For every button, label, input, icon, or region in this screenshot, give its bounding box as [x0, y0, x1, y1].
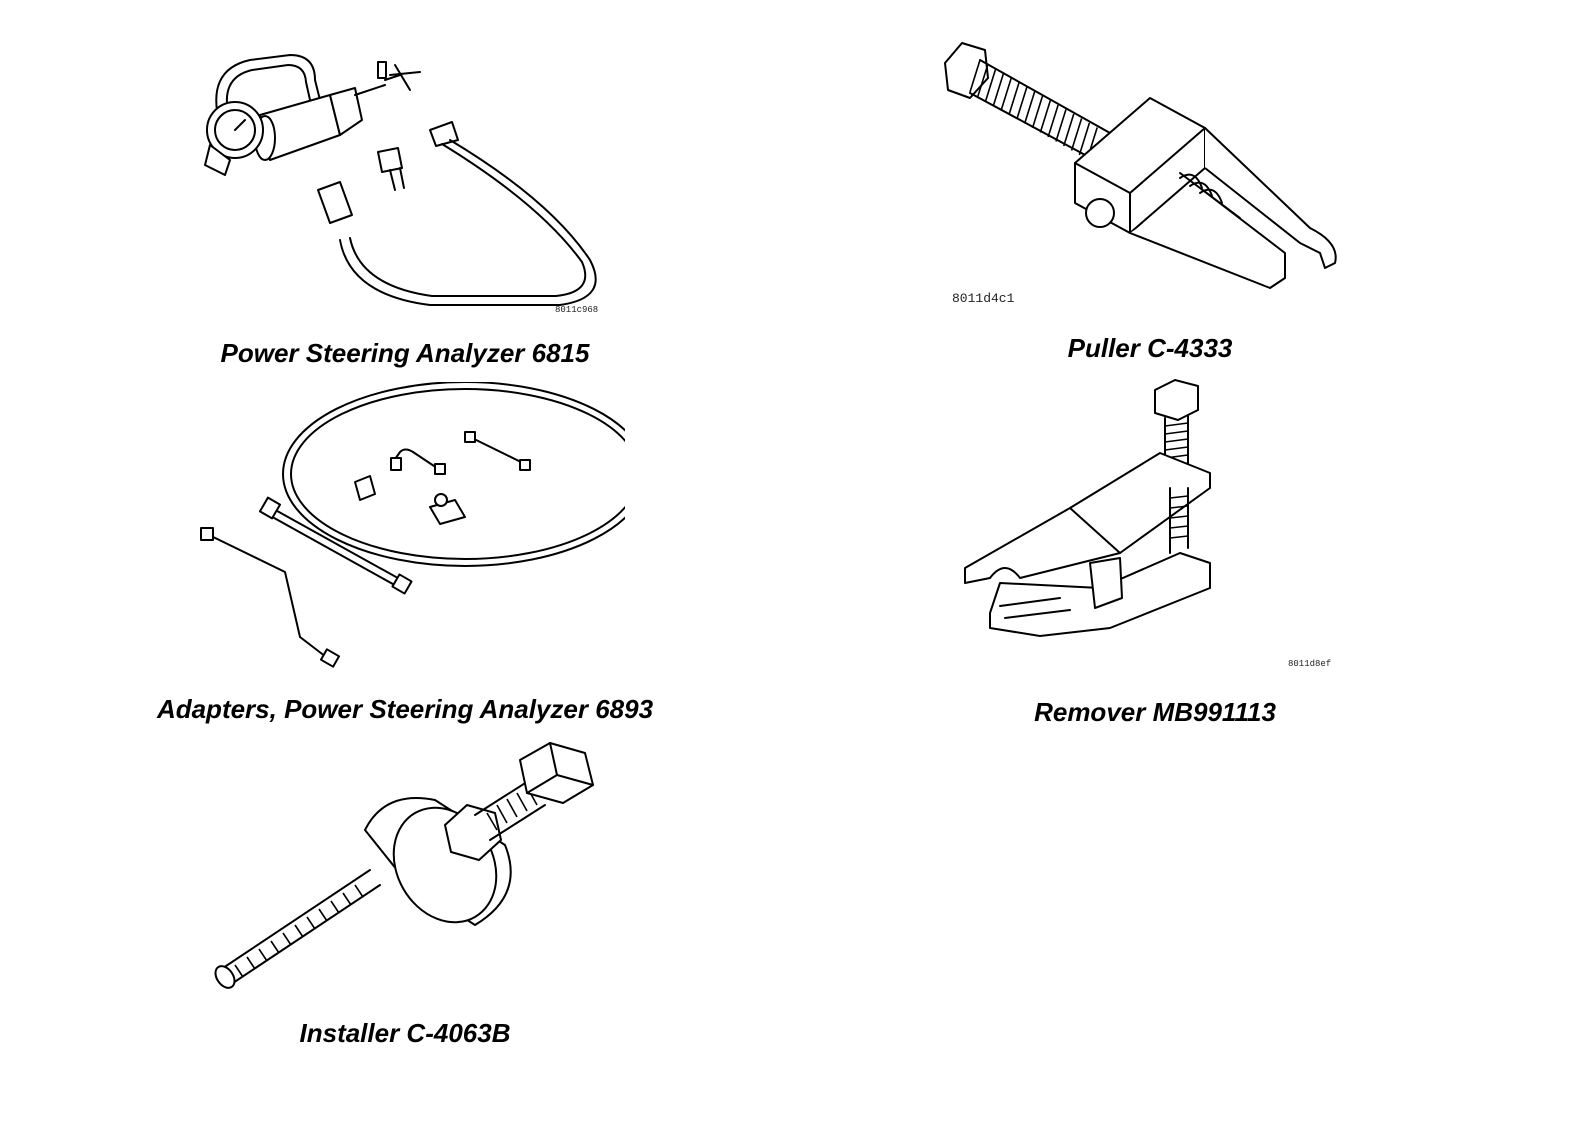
figure-code: 8011d8ef — [1288, 659, 1331, 669]
installer-illustration — [205, 735, 615, 995]
caption-remover: Remover MB991113 — [1034, 697, 1276, 727]
figure-code: 8011c968 — [555, 305, 598, 315]
caption-puller: Puller C-4333 — [1067, 333, 1233, 363]
remover-illustration: 8011d8ef — [960, 378, 1350, 678]
adapters-illustration — [195, 381, 648, 672]
caption-power-steering-analyzer: Power Steering Analyzer 6815 — [220, 338, 590, 368]
power-steering-analyzer-illustration: 8011c968 — [190, 40, 620, 320]
puller-illustration: 8011d4c1 — [940, 38, 1360, 308]
caption-installer: Installer C-4063B — [299, 1018, 511, 1048]
caption-adapters: Adapters, Power Steering Analyzer 6893 — [156, 694, 654, 724]
figure-code: 8011d4c1 — [952, 291, 1015, 306]
